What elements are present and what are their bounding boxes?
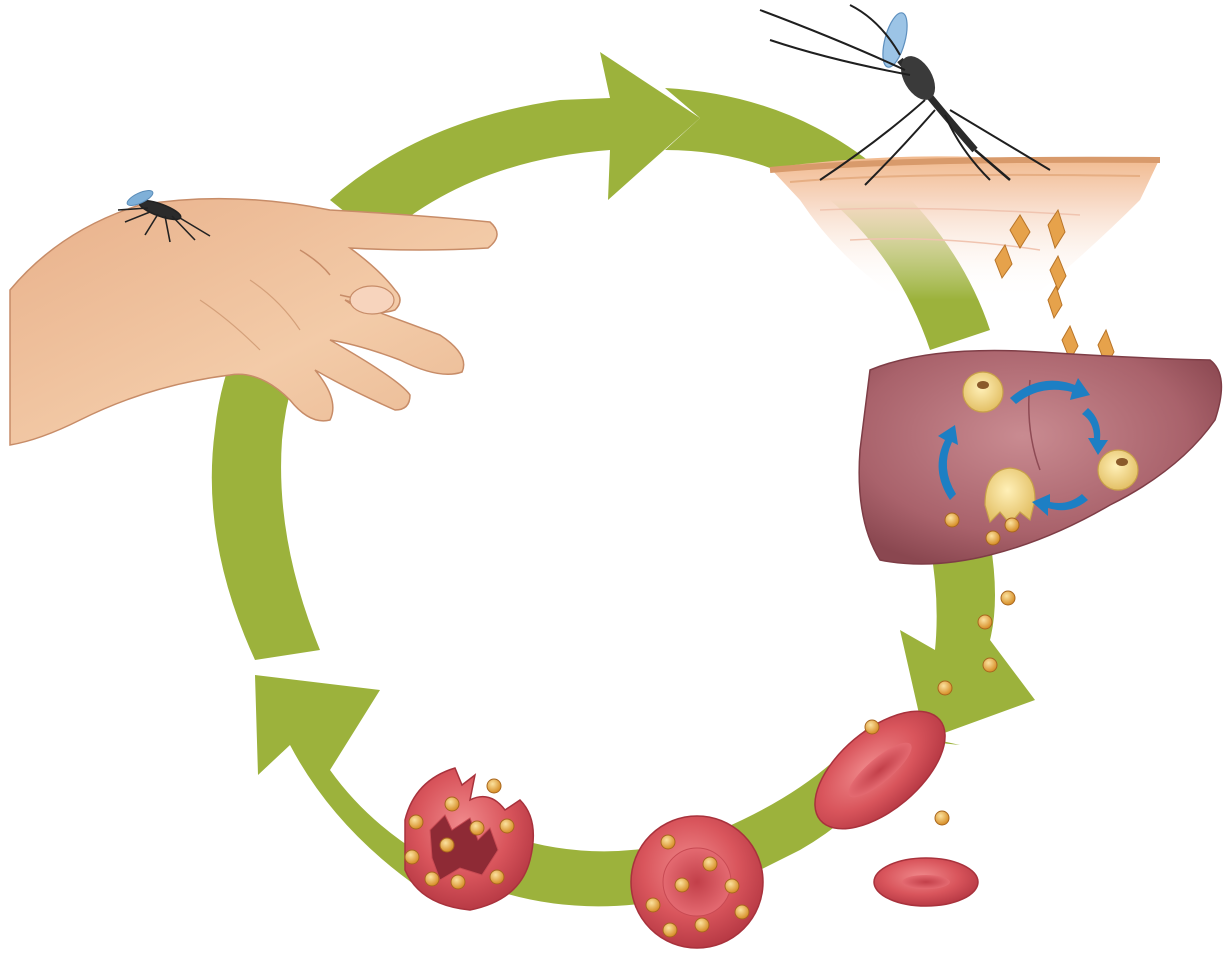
skin-section bbox=[770, 156, 1160, 300]
merozoite bbox=[1001, 591, 1015, 605]
merozoite bbox=[935, 811, 949, 825]
merozoite bbox=[1005, 518, 1019, 532]
merozoite bbox=[703, 857, 717, 871]
merozoite bbox=[487, 779, 501, 793]
merozoite bbox=[646, 898, 660, 912]
merozoite bbox=[663, 923, 677, 937]
merozoite bbox=[451, 875, 465, 889]
cycle-arrow-right bbox=[900, 540, 1035, 740]
merozoite bbox=[405, 850, 419, 864]
cycle-arrow-top bbox=[330, 52, 700, 240]
merozoite bbox=[409, 815, 423, 829]
merozoite bbox=[470, 821, 484, 835]
merozoite bbox=[675, 878, 689, 892]
hepatocyte-infected bbox=[1098, 450, 1138, 490]
merozoite bbox=[440, 838, 454, 852]
merozoite bbox=[725, 879, 739, 893]
merozoite bbox=[695, 918, 709, 932]
merozoite bbox=[445, 797, 459, 811]
merozoite bbox=[500, 819, 514, 833]
merozoite bbox=[735, 905, 749, 919]
red-blood-cell-flat bbox=[874, 858, 978, 906]
merozoite bbox=[945, 513, 959, 527]
sporozoite bbox=[1048, 286, 1062, 318]
merozoite bbox=[661, 835, 675, 849]
merozoite bbox=[425, 872, 439, 886]
merozoite bbox=[983, 658, 997, 672]
merozoite bbox=[865, 720, 879, 734]
bursting-red-blood-cell bbox=[405, 768, 533, 910]
infected-red-blood-cell bbox=[631, 816, 763, 948]
merozoite bbox=[938, 681, 952, 695]
merozoite bbox=[986, 531, 1000, 545]
hepatocyte-infected bbox=[963, 372, 1003, 412]
skin-layer bbox=[770, 156, 1160, 300]
hepatocyte-bursting bbox=[985, 468, 1035, 524]
merozoite bbox=[490, 870, 504, 884]
merozoite bbox=[978, 615, 992, 629]
